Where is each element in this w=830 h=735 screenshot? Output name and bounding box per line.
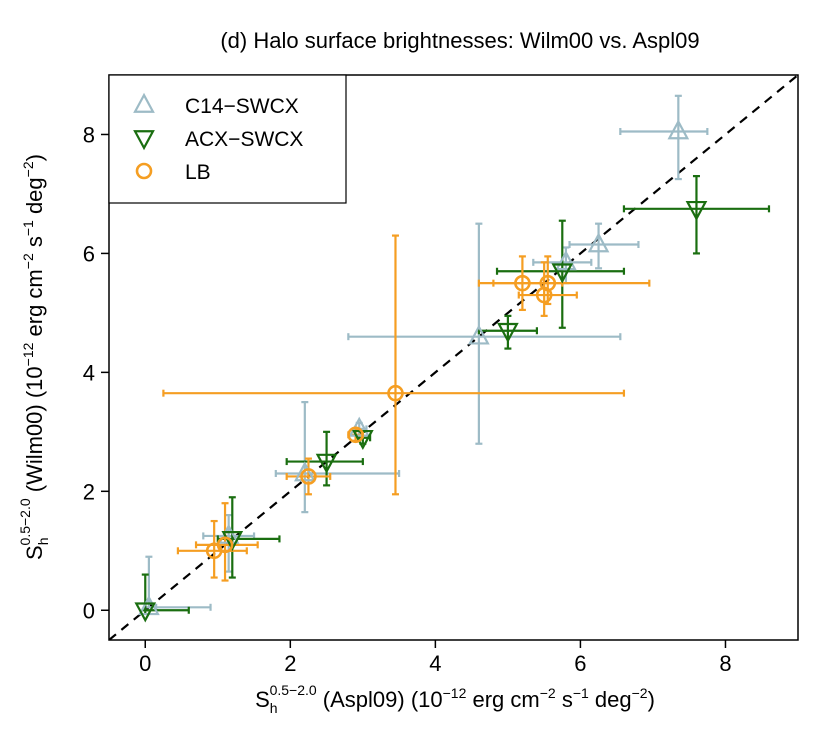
y-label-exp1: −12 xyxy=(20,342,36,366)
data-point-triangle-down xyxy=(551,263,574,284)
y-label-sub: h xyxy=(35,537,51,545)
error-bar xyxy=(285,457,332,496)
data-point-triangle-down xyxy=(685,200,708,222)
x-label-sup: 0.5−2.0 xyxy=(270,682,317,698)
y-label-base: S xyxy=(22,545,47,560)
y-label-sup: 0.5−2.0 xyxy=(17,498,33,545)
data-point-triangle-up xyxy=(667,119,690,140)
error-bar xyxy=(622,175,771,255)
x-label-base: S xyxy=(255,687,270,712)
data-point-triangle-down xyxy=(221,531,244,552)
y-label-exp2: −2 xyxy=(20,253,36,269)
error-bar xyxy=(347,222,622,445)
x-tick-label: 0 xyxy=(139,651,151,676)
data-point-triangle-down xyxy=(497,322,519,343)
data-point-triangle-up xyxy=(468,324,490,345)
data-point-triangle-up xyxy=(293,461,316,482)
x-tick-label: 6 xyxy=(574,651,586,676)
legend-marker-triangle-up-icon xyxy=(133,92,155,113)
x-tick-label: 2 xyxy=(284,651,296,676)
legend-markers xyxy=(133,92,155,180)
data-point-triangle-up xyxy=(555,250,577,271)
x-label-sub: h xyxy=(270,700,278,716)
markers-layer xyxy=(134,119,708,623)
legend: C14−SWCX ACX−SWCX LB xyxy=(108,74,347,204)
data-point-circle xyxy=(300,468,317,485)
error-bar xyxy=(176,519,248,579)
y-label-text5: ) xyxy=(22,154,47,161)
data-point-triangle-down xyxy=(315,453,338,474)
legend-label-acx: ACX−SWCX xyxy=(185,128,303,151)
data-point-triangle-down xyxy=(134,602,157,623)
legend-label-c14: C14−SWCX xyxy=(185,95,299,118)
y-label-text4: deg xyxy=(22,177,47,220)
legend-marker-circle-icon xyxy=(135,162,153,180)
data-point-circle xyxy=(347,426,364,444)
x-tick-label: 8 xyxy=(719,651,731,676)
data-point-circle xyxy=(387,384,404,402)
error-bar xyxy=(619,94,709,181)
y-label-exp3: −1 xyxy=(20,220,36,236)
x-tick-label: 4 xyxy=(429,651,441,676)
y-axis-label: Sh0.5−2.0 (Wilm00) (10−12 erg cm−2 s−1 d… xyxy=(17,154,51,560)
data-point-triangle-up xyxy=(587,232,610,253)
x-label-text5: ) xyxy=(648,687,655,712)
y-tick-label: 6 xyxy=(83,241,95,266)
x-label-exp3: −1 xyxy=(573,685,589,701)
legend-label-lb: LB xyxy=(185,161,211,184)
y-tick-label: 2 xyxy=(83,479,95,504)
legend-marker-triangle-down-icon xyxy=(133,130,155,151)
y-label-text2: erg cm xyxy=(22,269,47,342)
x-label-exp4: −2 xyxy=(632,685,648,701)
data-point-circle xyxy=(514,274,531,292)
data-point-circle xyxy=(539,274,557,292)
y-label-exp4: −2 xyxy=(20,161,36,177)
error-bar xyxy=(477,314,539,350)
y-tick-label: 0 xyxy=(83,598,95,623)
x-label-text4: deg xyxy=(589,687,632,712)
chart-title: (d) Halo surface brightnesses: Wilm00 vs… xyxy=(220,28,699,53)
x-label-exp2: −2 xyxy=(540,685,556,701)
x-label-text: (Aspl09) (10 xyxy=(317,687,443,712)
x-label-exp1: −12 xyxy=(443,685,467,701)
y-tick-label: 8 xyxy=(83,122,95,147)
data-point-circle xyxy=(216,536,234,554)
x-ticks: 0 2 4 6 8 xyxy=(139,640,732,676)
error-bar xyxy=(495,219,626,329)
y-label-text: (Wilm00) (10 xyxy=(22,366,47,498)
y-tick-label: 4 xyxy=(83,360,95,385)
error-bar xyxy=(162,234,626,496)
error-bar xyxy=(274,401,401,514)
x-axis-label: Sh0.5−2.0 (Aspl09) (10−12 erg cm−2 s−1 d… xyxy=(255,682,655,716)
error-bar xyxy=(492,255,651,306)
x-label-text3: s xyxy=(556,687,573,712)
y-ticks: 0 2 4 6 8 xyxy=(83,122,109,623)
x-label-text2: erg cm xyxy=(466,687,539,712)
plot-frame xyxy=(108,74,799,641)
y-label-text3: s xyxy=(22,236,47,253)
